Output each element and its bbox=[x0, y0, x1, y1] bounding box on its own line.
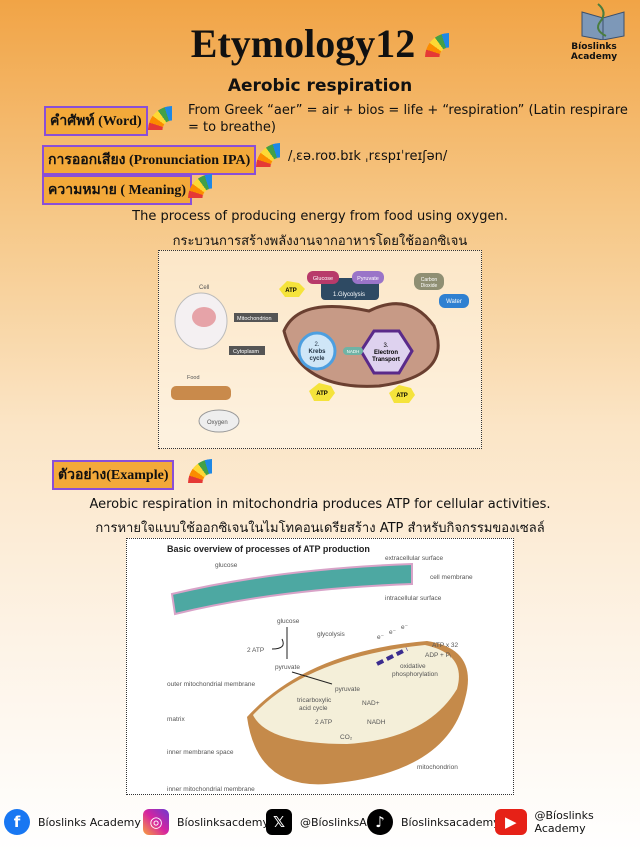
instagram-icon: ◎ bbox=[143, 809, 169, 835]
label-water: Water bbox=[446, 299, 462, 305]
label-2atp: 2 ATP bbox=[315, 719, 332, 726]
label-pyruvate-matrix: pyruvate bbox=[335, 686, 360, 693]
meaning-th: กระบวนการสร้างพลังงานจากอาหารโดยใช้ออกซิ… bbox=[172, 234, 468, 249]
label-pyruvate: pyruvate bbox=[275, 664, 300, 671]
atp-production-diagram: Basic overview of processes of ATP produ… bbox=[126, 538, 514, 795]
label-co2: Dioxide bbox=[421, 283, 438, 289]
label-pyruvate: Pyruvate bbox=[357, 276, 379, 282]
label-electron: e⁻ bbox=[377, 634, 385, 641]
label-phosphorylation: phosphorylation bbox=[392, 671, 438, 678]
footer-x[interactable]: 𝕏 @BíoslinksA bbox=[266, 808, 367, 836]
label-tca: tricarboxylic bbox=[297, 697, 332, 704]
footer-youtube[interactable]: ▶ @Bíoslinks Academy bbox=[495, 808, 640, 836]
label-matrix: matrix bbox=[167, 716, 185, 723]
facebook-icon: f bbox=[4, 809, 30, 835]
brand-name: Bíoslinks Academy bbox=[570, 42, 618, 62]
label-cycle: cycle bbox=[309, 356, 325, 362]
label-cell-membrane: cell membrane bbox=[430, 574, 473, 581]
rainbow-icon bbox=[148, 106, 172, 130]
example-th: การหายใจแบบใช้ออกซิเจนในไมโทคอนเดรียสร้า… bbox=[95, 521, 545, 536]
footer-tiktok-text: Bíoslinksacademy bbox=[401, 815, 500, 829]
label-cytoplasm: Cytoplasm bbox=[233, 349, 259, 355]
label-transport: Transport bbox=[372, 357, 400, 363]
rainbow-icon bbox=[425, 33, 450, 57]
label-nadh: NADH bbox=[367, 719, 386, 726]
pronunciation-label: การออกเสียง (Pronunciation IPA) bbox=[42, 145, 257, 175]
label-atp: ATP bbox=[396, 393, 408, 399]
diagram-title: Basic overview of processes of ATP produ… bbox=[167, 544, 370, 554]
tiktok-icon: ♪ bbox=[367, 809, 393, 835]
label-electron: e⁻ bbox=[401, 624, 409, 631]
label-adp: ADP + Pᵢ bbox=[425, 652, 451, 659]
label-mitochondrion: Mitochondrion bbox=[237, 316, 272, 322]
label-atp: ATP bbox=[316, 391, 328, 397]
page-title: Etymology12 bbox=[0, 20, 640, 67]
label-atp32: ATP x 32 bbox=[432, 642, 459, 649]
rainbow-icon bbox=[188, 459, 212, 483]
label-2atp: 2 ATP bbox=[247, 647, 264, 654]
label-outer-membrane: outer mitochondrial membrane bbox=[167, 681, 256, 688]
label-mitochondrion: mitochondrion bbox=[417, 764, 458, 771]
youtube-icon: ▶ bbox=[495, 809, 527, 835]
label-glucose: Glucose bbox=[313, 276, 333, 282]
book-logo-icon bbox=[581, 3, 625, 41]
footer-instagram[interactable]: ◎ Bíoslinksacdemy bbox=[143, 808, 269, 836]
logo bbox=[578, 2, 628, 41]
label-oxygen: Oxygen bbox=[207, 420, 228, 426]
rainbow-icon bbox=[256, 143, 280, 167]
label-glycolysis: 1.Glycolysis bbox=[333, 292, 365, 298]
label-glucose: glucose bbox=[277, 618, 300, 625]
label-extracellular: extracellular surface bbox=[385, 555, 444, 562]
label-oxidative: oxidative bbox=[400, 663, 426, 670]
label-electron-transport: Electron bbox=[374, 350, 398, 356]
footer-facebook-text: Bíoslinks Academy bbox=[38, 815, 141, 829]
x-icon: 𝕏 bbox=[266, 809, 292, 835]
label-carbon: Carbon bbox=[421, 277, 438, 283]
subtitle: Aerobic respiration bbox=[227, 76, 413, 96]
label-intracellular: intracellular surface bbox=[385, 595, 442, 602]
footer-facebook[interactable]: f Bíoslinks Academy bbox=[4, 808, 141, 836]
footer-youtube-text: @Bíoslinks Academy bbox=[534, 809, 594, 835]
meaning-label: ความหมาย ( Meaning) bbox=[42, 175, 193, 205]
respiration-diagram: Cell Mitochondrion Cytoplasm Food Oxygen… bbox=[158, 250, 482, 449]
label-glycolysis: glycolysis bbox=[317, 631, 346, 638]
footer-tiktok[interactable]: ♪ Bíoslinksacademy bbox=[367, 808, 500, 836]
footer-x-text: @BíoslinksA bbox=[300, 815, 367, 829]
label-acid-cycle: acid cycle bbox=[299, 705, 328, 712]
label-cell: Cell bbox=[199, 285, 209, 291]
example-en: Aerobic respiration in mitochondria prod… bbox=[89, 497, 551, 512]
label-inner-membrane: inner mitochondrial membrane bbox=[167, 786, 255, 793]
word-label: คำศัพท์ (Word) bbox=[44, 106, 148, 136]
label-et-number: 3. bbox=[383, 343, 388, 349]
example-label: ตัวอย่าง(Example) bbox=[52, 460, 175, 490]
label-nad: NAD+ bbox=[362, 700, 380, 707]
label-electron: e⁻ bbox=[389, 629, 397, 636]
label-co2: CO₂ bbox=[340, 734, 353, 741]
pronunciation-text: /ˌɛə.roʊ.bɪk ˌrɛspɪˈreɪʃən/ bbox=[288, 149, 448, 164]
meaning-en: The process of producing energy from foo… bbox=[132, 209, 508, 224]
label-atp: ATP bbox=[285, 288, 297, 294]
label-ims: inner membrane space bbox=[167, 749, 234, 756]
label-glucose: glucose bbox=[215, 562, 238, 569]
footer-instagram-text: Bíoslinksacdemy bbox=[177, 815, 270, 829]
title-text: Etymology12 bbox=[190, 21, 416, 66]
label-food: Food bbox=[187, 375, 200, 381]
label-krebs: Krebs bbox=[308, 349, 326, 355]
word-text: From Greek “aer” = air + bios = life + “… bbox=[188, 103, 628, 135]
label-krebs-number: 2. bbox=[314, 342, 319, 348]
label-nadh: NADH bbox=[347, 349, 360, 354]
